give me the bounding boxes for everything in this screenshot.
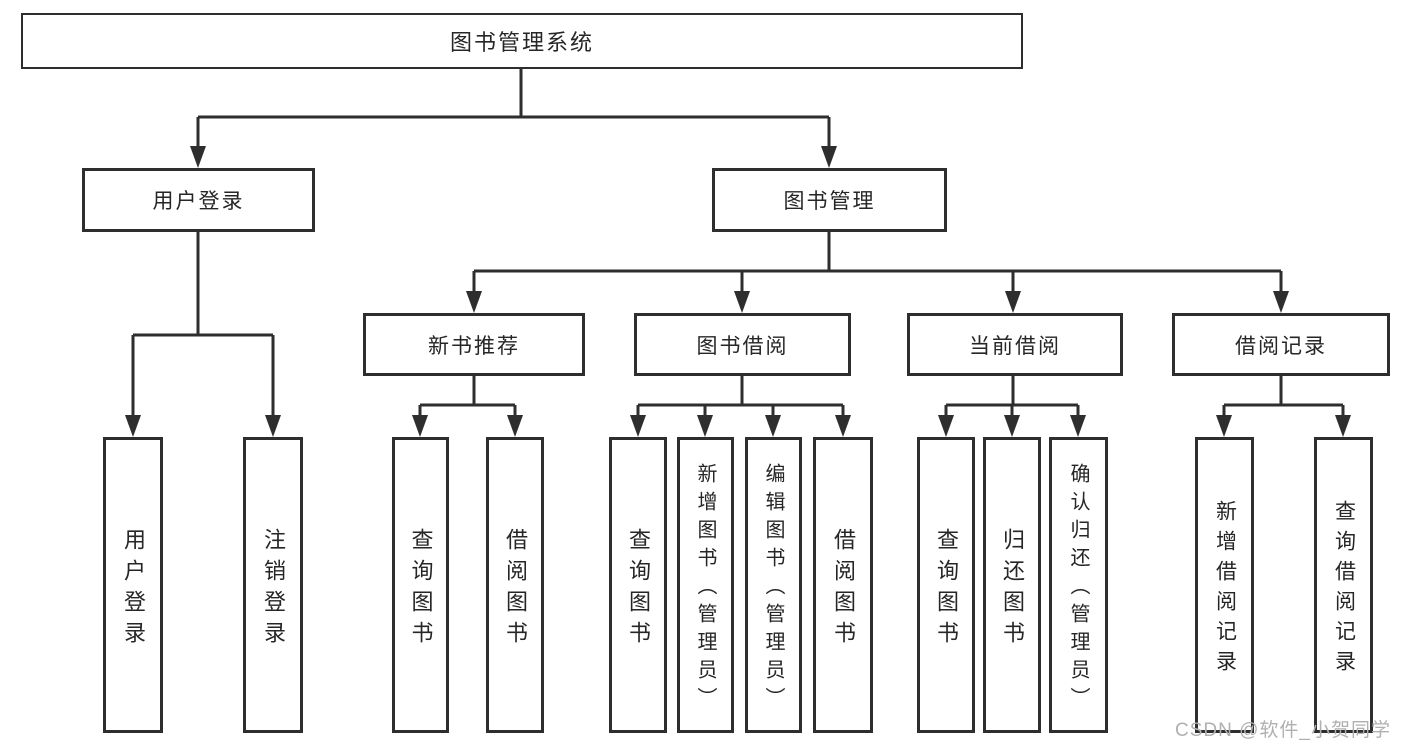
leaf-confirm-return-admin: 确认归还（管理员）: [1049, 437, 1108, 733]
node-borrow-records: 借阅记录: [1172, 313, 1390, 376]
leaf-confirm-return-admin-label: 确认归还（管理员）: [1067, 463, 1089, 715]
leaf-user-login-label: 用户登录: [121, 527, 146, 652]
leaf-query-books-current: 查询图书: [917, 437, 975, 733]
leaf-borrow-books: 借阅图书: [813, 437, 873, 733]
leaf-query-books-recommend: 查询图书: [392, 437, 449, 733]
leaf-borrow-books-label: 借阅图书: [831, 527, 856, 652]
node-current-borrow: 当前借阅: [907, 313, 1123, 376]
connector-root-to-level1: [196, 69, 831, 148]
leaf-logout-label: 注销登录: [261, 527, 286, 652]
leaf-query-borrow-record: 查询借阅记录: [1314, 437, 1373, 733]
connector-new-rec-children: [418, 376, 517, 419]
leaf-add-borrow-record-label: 新增借阅记录: [1213, 499, 1237, 680]
leaf-borrow-books-recommend: 借阅图书: [486, 437, 544, 733]
leaf-logout: 注销登录: [243, 437, 303, 733]
leaf-query-borrow-record-label: 查询借阅记录: [1332, 499, 1356, 680]
node-new-book-recommend: 新书推荐: [363, 313, 585, 376]
leaf-edit-book-admin: 编辑图书（管理员）: [745, 437, 802, 733]
node-book-management: 图书管理: [712, 168, 947, 232]
connector-book-borrow-children: [636, 376, 845, 419]
node-library-system: 图书管理系统: [21, 13, 1023, 69]
arrowheads: [125, 146, 1351, 437]
leaf-add-book-admin-label: 新增图书（管理员）: [694, 463, 716, 715]
leaf-add-borrow-record: 新增借阅记录: [1195, 437, 1254, 733]
connector-book-mgmt-children: [472, 232, 1283, 293]
leaf-query-books-borrow-label: 查询图书: [626, 527, 651, 652]
node-library-system-label: 图书管理系统: [449, 30, 594, 55]
leaf-return-books-label: 归还图书: [1000, 527, 1025, 652]
leaf-query-books-borrow: 查询图书: [609, 437, 667, 733]
leaf-user-login: 用户登录: [103, 437, 163, 733]
node-new-book-recommend-label: 新书推荐: [428, 334, 520, 358]
connector-borrow-records-children: [1222, 376, 1345, 419]
leaf-query-books-recommend-label: 查询图书: [408, 527, 434, 652]
node-borrow-records-label: 借阅记录: [1235, 334, 1327, 358]
node-book-management-label: 图书管理: [783, 190, 876, 213]
connector-current-borrow-children: [944, 376, 1080, 419]
watermark: CSDN @软件_小贺同学: [1175, 720, 1391, 741]
leaf-borrow-books-recommend-label: 借阅图书: [503, 527, 528, 652]
node-book-borrow-label: 图书借阅: [696, 334, 789, 358]
node-user-login: 用户登录: [82, 168, 315, 232]
connector-user-login-children: [131, 232, 275, 417]
leaf-return-books: 归还图书: [983, 437, 1041, 733]
leaf-query-books-current-label: 查询图书: [934, 527, 959, 652]
leaf-edit-book-admin-label: 编辑图书（管理员）: [762, 463, 784, 715]
node-current-borrow-label: 当前借阅: [969, 334, 1061, 358]
leaf-add-book-admin: 新增图书（管理员）: [677, 437, 734, 733]
node-user-login-label: 用户登录: [152, 190, 245, 213]
node-book-borrow: 图书借阅: [634, 313, 851, 376]
